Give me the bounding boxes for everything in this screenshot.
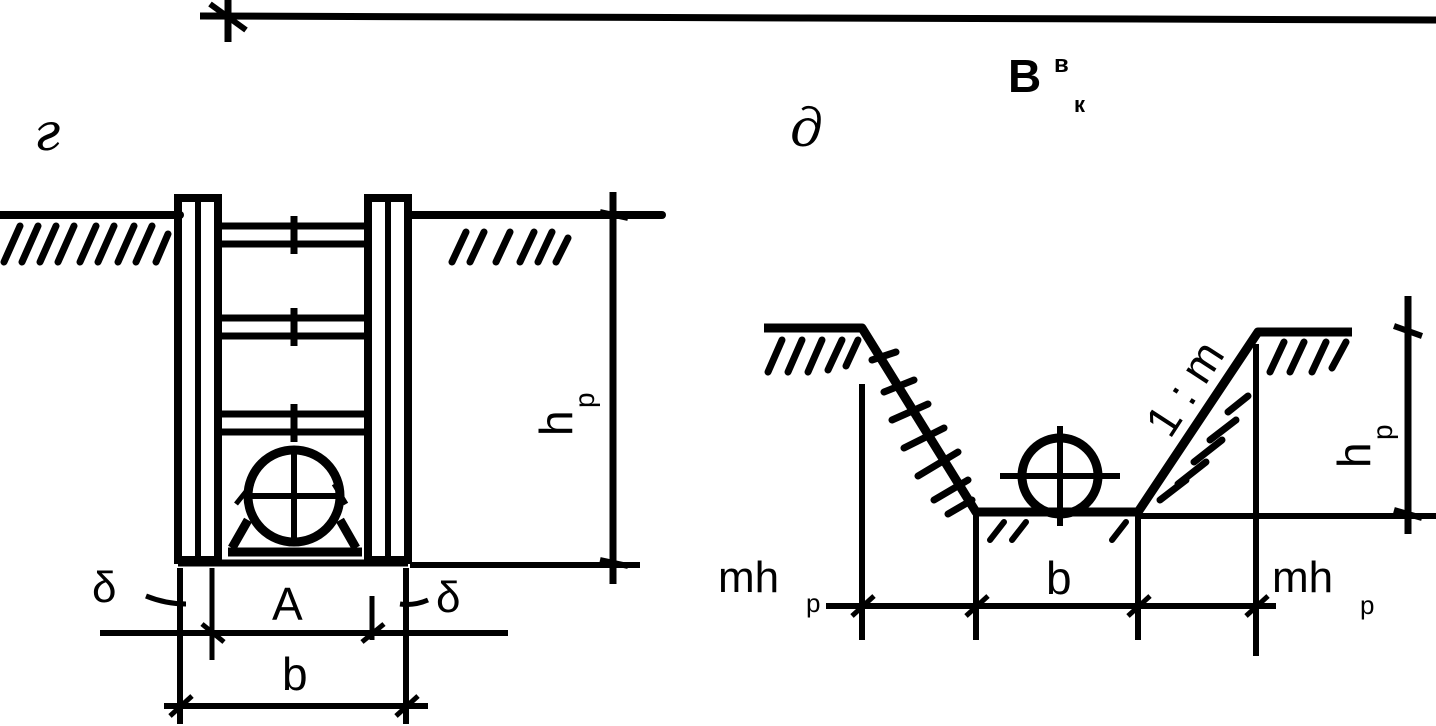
bottom-dimension-chain <box>826 344 1276 656</box>
top-dimension <box>199 0 1436 42</box>
inner-width-label: A <box>272 578 303 630</box>
bottom-width-label-d: b <box>1046 552 1072 604</box>
top-dimension-label-sup: в <box>1054 51 1069 78</box>
slope-hatch-left <box>868 348 976 518</box>
sheeting-wall-right <box>364 194 412 564</box>
inner-width-dimension <box>100 568 508 660</box>
strut-1 <box>218 216 368 254</box>
depth-label-d: h <box>1328 442 1380 468</box>
pipe-g <box>228 445 362 557</box>
depth-dimension-d <box>1140 296 1436 534</box>
right-offset-label-sub: р <box>1360 590 1374 620</box>
surface-hatch-left <box>764 336 862 376</box>
ground-surface-right <box>404 211 666 266</box>
surface-hatch-right <box>1266 338 1350 376</box>
wall-thickness-label-right: δ <box>436 573 461 622</box>
top-dimension-label: B <box>1008 50 1041 102</box>
top-dimension-label-sub: к <box>1074 92 1086 117</box>
depth-dimension-g <box>410 192 640 584</box>
slope-hatch-right <box>1156 392 1252 504</box>
wall-thickness-leader-left <box>145 593 187 607</box>
ground-surface-left <box>0 211 184 266</box>
panel-g-letter: г <box>34 103 60 163</box>
depth-label-d-sub: р <box>1367 424 1398 440</box>
wall-thickness-label-left: δ <box>92 563 117 612</box>
top-dimension-line <box>199 12 1436 24</box>
depth-label-g-sub: р <box>569 392 600 408</box>
outer-width-dimension <box>164 568 428 724</box>
strut-3 <box>218 404 368 442</box>
depth-label-g: h <box>530 410 582 436</box>
outer-width-label: b <box>282 648 308 700</box>
left-offset-label-sub: р <box>806 588 820 618</box>
sheeting-wall-left <box>174 194 222 564</box>
bottom-hatch <box>987 519 1129 543</box>
strut-2 <box>218 308 368 346</box>
pipe-d <box>1000 426 1120 526</box>
panel-g: г <box>0 103 666 724</box>
panel-d: д 1 : m h р <box>718 99 1436 656</box>
panel-d-letter: д <box>790 99 823 159</box>
wall-thickness-leader-right <box>399 597 429 607</box>
right-offset-label: mh <box>1272 553 1333 602</box>
left-offset-label: mh <box>718 553 779 602</box>
